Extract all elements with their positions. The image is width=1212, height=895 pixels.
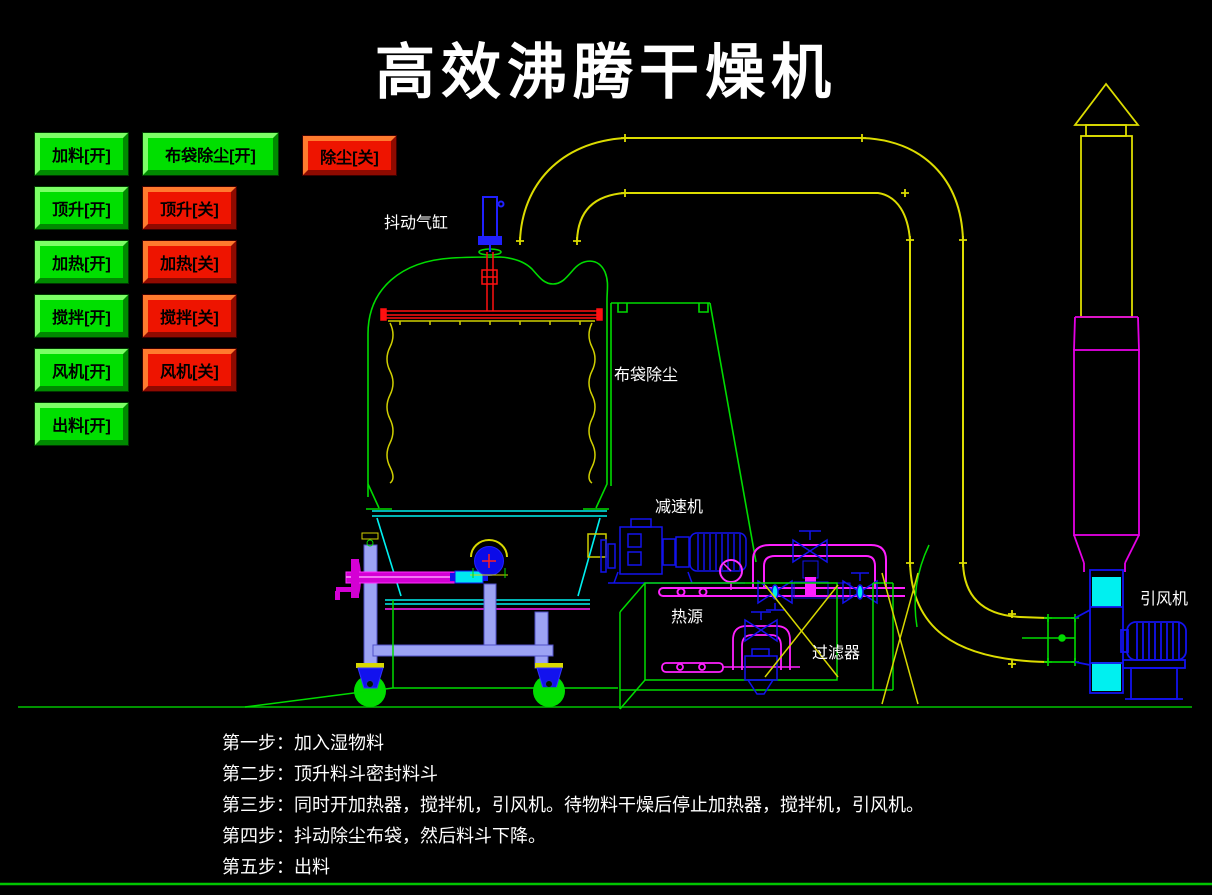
page-title: 高效沸腾干燥机	[375, 38, 837, 108]
label-reducer: 减速机	[655, 499, 704, 516]
fan-motor	[1126, 621, 1187, 661]
button-fan-on[interactable]: 风机[开]	[35, 349, 128, 391]
button-bag-dedust-on[interactable]: 布袋除尘[开]	[143, 133, 278, 175]
shaker-cylinder	[478, 196, 505, 252]
caster-wheel-right	[533, 663, 565, 707]
heater-elements	[661, 611, 800, 695]
stirrer-motor	[470, 539, 508, 578]
button-stir-on[interactable]: 搅拌[开]	[35, 295, 128, 337]
button-lift-on[interactable]: 顶升[开]	[35, 187, 128, 229]
step-line: 第五步：出料	[222, 857, 330, 877]
filter-cross	[764, 572, 919, 705]
cart-leg-fitting	[361, 532, 379, 547]
exhaust-stack	[1073, 82, 1140, 572]
button-fan-off[interactable]: 风机[关]	[143, 349, 236, 391]
pipe-valve-2	[842, 572, 878, 605]
button-dedust-off[interactable]: 除尘[关]	[303, 136, 396, 175]
bypass-valve	[792, 530, 828, 564]
shaker-plate	[380, 252, 603, 321]
button-stir-off[interactable]: 搅拌[关]	[143, 295, 236, 337]
button-lift-off[interactable]: 顶升[关]	[143, 187, 236, 229]
heat-valve	[744, 611, 778, 643]
step-line: 第一步：加入湿物料	[222, 733, 384, 753]
label-shaker-cylinder: 抖动气缸	[384, 215, 449, 232]
pressure-gauge	[719, 559, 743, 590]
step-line: 第三步：同时开加热器，搅拌机，引风机。待物料干燥后停止加热器，搅拌机，引风机。	[222, 795, 924, 815]
label-heat-source: 热源	[671, 609, 704, 626]
bag-filter-housing	[610, 302, 757, 563]
label-induced-fan: 引风机	[1140, 591, 1189, 608]
step-line: 第二步：顶升料斗密封料斗	[222, 764, 438, 784]
fan-inlet-flange	[1022, 613, 1080, 667]
label-bag-filter: 布袋除尘	[614, 367, 679, 384]
heat-source-box	[244, 544, 930, 710]
label-filter: 过滤器	[812, 645, 861, 662]
button-feed-on[interactable]: 加料[开]	[35, 133, 128, 175]
discharge-pipe	[335, 559, 488, 600]
hot-air-pipe	[658, 530, 905, 611]
solenoid-valve	[793, 560, 851, 599]
button-discharge-on[interactable]: 出料[开]	[35, 403, 128, 445]
operating-steps: 第一步：加入湿物料 第二步：顶升料斗密封料斗 第三步：同时开加热器，搅拌机，引风…	[222, 728, 924, 883]
ground-line	[0, 706, 1212, 886]
exhaust-duct	[515, 133, 1048, 669]
caster-wheel-left	[354, 663, 386, 707]
filter-bags	[386, 320, 596, 484]
gear-reducer	[587, 518, 747, 584]
induced-fan	[1074, 569, 1187, 700]
crank-handle	[336, 587, 352, 592]
button-heat-off[interactable]: 加热[关]	[143, 241, 236, 283]
heat-pump	[744, 648, 778, 695]
step-line: 第四步：抖动除尘布袋，然后料斗下降。	[222, 826, 546, 846]
button-heat-on[interactable]: 加热[开]	[35, 241, 128, 283]
